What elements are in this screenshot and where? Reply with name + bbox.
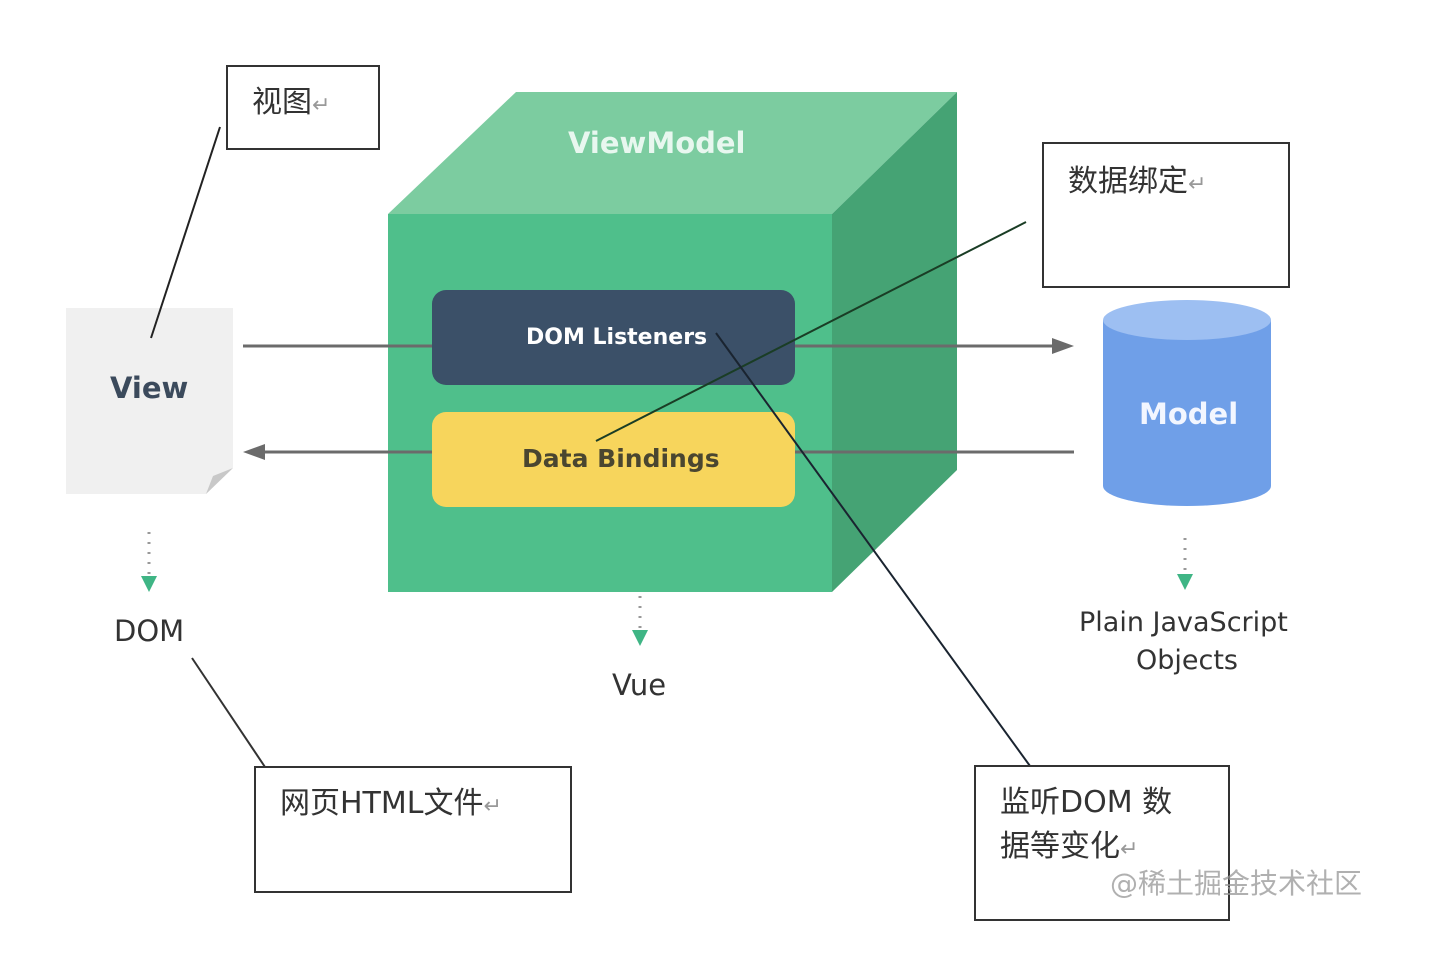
viewmodel-cube-front xyxy=(388,214,832,592)
data-binding-annotation-text: 数据绑定 xyxy=(1068,164,1188,199)
model-caption-line1: Plain JavaScript xyxy=(1079,607,1288,638)
arrow-head-left-icon xyxy=(243,444,265,460)
listener-annotation-line2: 据等变化 xyxy=(1000,829,1120,864)
dom-annotation-leader xyxy=(191,657,266,768)
model-label: Model xyxy=(1139,397,1239,431)
data-binding-annotation-box: 数据绑定↵ xyxy=(1042,142,1290,288)
view-page-fold-icon xyxy=(206,468,233,494)
dom-html-annotation-text: 网页HTML文件 xyxy=(280,786,484,821)
return-mark-icon: ↵ xyxy=(1120,837,1139,862)
view-annotation-box: 视图↵ xyxy=(226,65,380,150)
model-cylinder-body xyxy=(1103,320,1271,506)
model-caption-line2: Objects xyxy=(1136,645,1239,676)
dom-listeners-label: DOM Listeners xyxy=(526,325,708,350)
watermark: @稀土掘金技术社区 xyxy=(1110,867,1363,900)
data-bindings-box xyxy=(432,412,795,507)
dom-html-annotation-box: 网页HTML文件↵ xyxy=(254,766,572,893)
return-mark-icon: ↵ xyxy=(483,794,502,819)
listener-annotation-line1: 监听DOM 数 xyxy=(1000,785,1173,820)
listener-annotation-box: 监听DOM 数 据等变化↵ xyxy=(974,765,1230,921)
viewmodel-cube-side xyxy=(832,92,957,592)
viewmodel-cube-top xyxy=(388,92,957,214)
return-mark-icon: ↵ xyxy=(1188,172,1207,197)
view-label: View xyxy=(110,371,189,405)
dom-listeners-box xyxy=(432,290,795,385)
viewmodel-vue-dotted-arrow xyxy=(632,596,648,646)
view-annotation-text: 视图 xyxy=(252,85,312,120)
model-cylinder-top xyxy=(1103,300,1271,340)
return-mark-icon: ↵ xyxy=(312,93,331,118)
viewmodel-title: ViewModel xyxy=(568,126,746,160)
dom-caption: DOM xyxy=(114,614,185,648)
view-annotation-leader xyxy=(150,126,221,339)
view-document xyxy=(66,308,233,494)
listener-annotation-leader xyxy=(715,332,1031,767)
data-binding-annotation-leader xyxy=(595,221,1027,442)
model-objects-dotted-arrow xyxy=(1177,538,1193,590)
data-bindings-label: Data Bindings xyxy=(522,444,720,473)
arrow-head-right-icon xyxy=(1052,338,1074,354)
vue-caption: Vue xyxy=(612,668,667,702)
view-dom-dotted-arrow xyxy=(141,532,157,592)
